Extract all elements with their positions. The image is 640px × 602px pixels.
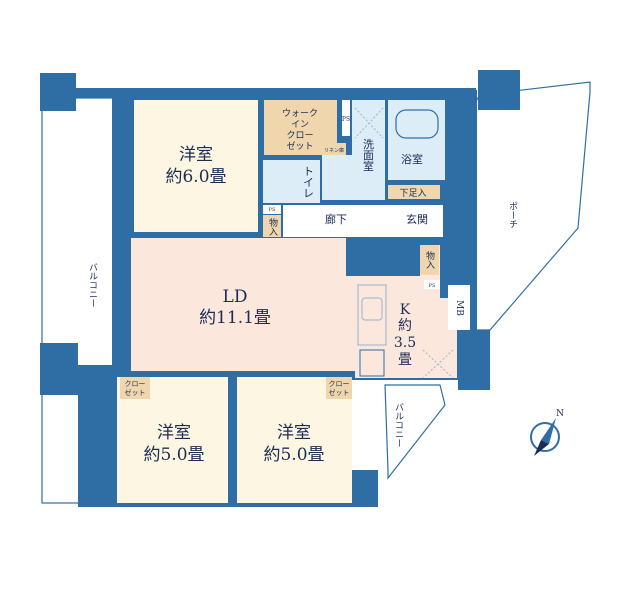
- top-wall: [76, 88, 476, 98]
- room-size: 約: [398, 318, 412, 334]
- hallway: [283, 205, 443, 237]
- storage-label: 物入: [267, 217, 278, 236]
- bathroom-label: 浴室: [401, 152, 423, 166]
- living-dining: [131, 238, 346, 371]
- shoe-storage: [388, 185, 440, 199]
- storage-2: [420, 245, 439, 275]
- hallway-label: 廊下: [325, 212, 347, 226]
- column: [40, 73, 76, 111]
- column: [478, 70, 520, 110]
- ps-label: PS: [342, 116, 350, 123]
- room-size: 約5.0畳: [263, 445, 324, 465]
- compass-icon: N: [530, 409, 564, 456]
- shoe-storage-label: 下足入: [399, 188, 426, 199]
- bathtub: [395, 109, 439, 139]
- storage-1: [263, 215, 281, 237]
- balcony-label: バルコニー: [87, 262, 98, 307]
- column: [458, 330, 490, 390]
- room-label: K: [400, 302, 411, 318]
- stove: [359, 349, 385, 377]
- mb-label: MB: [454, 300, 464, 316]
- toilet-label: トイレ: [302, 166, 315, 199]
- porch-area: [469, 81, 591, 331]
- room-label: 洋室: [277, 423, 311, 443]
- room-size: 約6.0畳: [165, 167, 226, 187]
- room-label: 洋室: [157, 423, 191, 443]
- ps-label: PS: [429, 283, 436, 289]
- closet-label: クロー: [329, 380, 350, 388]
- porch-label: ポーチ: [507, 201, 518, 228]
- meter-box: [448, 285, 470, 330]
- room-label: LD: [223, 287, 248, 307]
- wic-label: ウォーク: [282, 108, 318, 119]
- balcony-label: バルコニー: [393, 402, 404, 447]
- closet-label: クロー: [125, 380, 146, 388]
- ps-label: PS: [269, 207, 276, 213]
- column: [40, 343, 78, 395]
- entrance-label: 玄関: [406, 212, 428, 226]
- room-size: 畳: [398, 352, 412, 368]
- wic-label: ゼット: [286, 140, 313, 152]
- toilet: [263, 160, 320, 203]
- room-size: 約5.0畳: [143, 445, 204, 465]
- room-size: 3.5: [394, 335, 416, 351]
- compass-north-label: N: [556, 409, 564, 419]
- washroom: [352, 100, 385, 200]
- closet-room-2: [120, 377, 150, 399]
- storage-label: 物入: [424, 250, 435, 269]
- room-size: 約11.1畳: [199, 308, 271, 328]
- western-room-1: [134, 100, 258, 232]
- wic-label: イン: [291, 120, 309, 130]
- room-label: 洋室: [179, 145, 213, 165]
- closet-room-3: [326, 377, 352, 399]
- sink: [361, 297, 383, 321]
- wic-label: クロー: [286, 130, 313, 141]
- closet-label: ゼット: [329, 388, 350, 397]
- washroom-label: 洗面室: [362, 138, 375, 171]
- closet-label: ゼット: [125, 388, 146, 397]
- bathroom: [388, 100, 445, 180]
- linen-label: リネン庫: [324, 147, 344, 154]
- linen-closet: [322, 143, 346, 155]
- balcony-right: [384, 384, 446, 480]
